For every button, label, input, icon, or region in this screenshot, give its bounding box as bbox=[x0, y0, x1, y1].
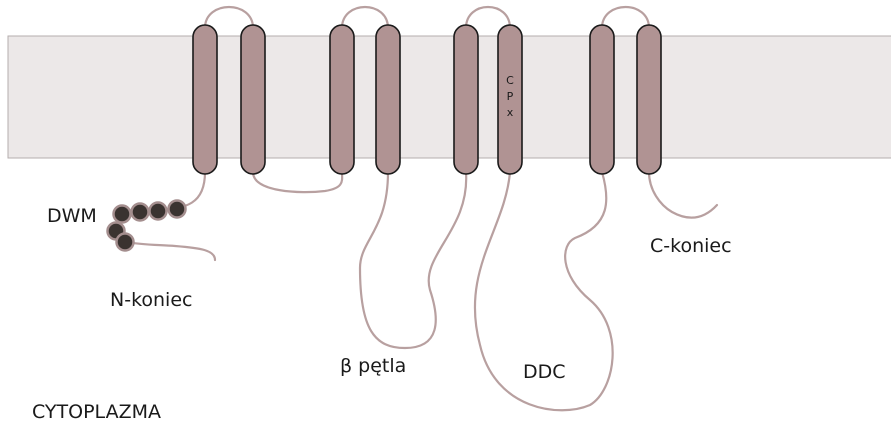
transmembrane-helix-4 bbox=[376, 25, 400, 174]
cpx-motif-letter-x: x bbox=[507, 106, 514, 119]
intracellular-loop-1 bbox=[253, 172, 342, 192]
cpx-motif-letter-p: P bbox=[507, 90, 514, 103]
transmembrane-helix-2 bbox=[241, 25, 265, 174]
transmembrane-helix-3 bbox=[330, 25, 354, 174]
dwm-bead-6 bbox=[117, 234, 134, 251]
extracellular-loop-1 bbox=[205, 7, 253, 28]
dwm-bead-3 bbox=[132, 204, 149, 221]
cpx-motif-letter-c: C bbox=[506, 74, 514, 87]
transmembrane-helix-8 bbox=[637, 25, 661, 174]
c-terminal-tail bbox=[649, 172, 717, 218]
label-dwm: DWM bbox=[47, 205, 97, 227]
transmembrane-helix-7 bbox=[590, 25, 614, 174]
dwm-bead-1 bbox=[169, 201, 186, 218]
dwm-bead-4 bbox=[114, 206, 131, 223]
transmembrane-helix-5 bbox=[454, 25, 478, 174]
extracellular-loop-4 bbox=[602, 7, 649, 28]
dwm-bead-2 bbox=[150, 203, 167, 220]
extracellular-loop-3 bbox=[466, 7, 510, 28]
membrane-bilayer bbox=[8, 36, 891, 158]
label-cytoplasm: CYTOPLAZMA bbox=[32, 401, 161, 423]
beta-loop bbox=[360, 172, 466, 348]
label-n-terminus: N-koniec bbox=[110, 289, 192, 311]
label-ddc: DDC bbox=[523, 361, 566, 383]
label-beta-loop: β pętla bbox=[340, 355, 406, 377]
label-c-terminus: C-koniec bbox=[650, 235, 732, 257]
extracellular-loop-2 bbox=[342, 7, 388, 28]
transmembrane-helix-1 bbox=[193, 25, 217, 174]
